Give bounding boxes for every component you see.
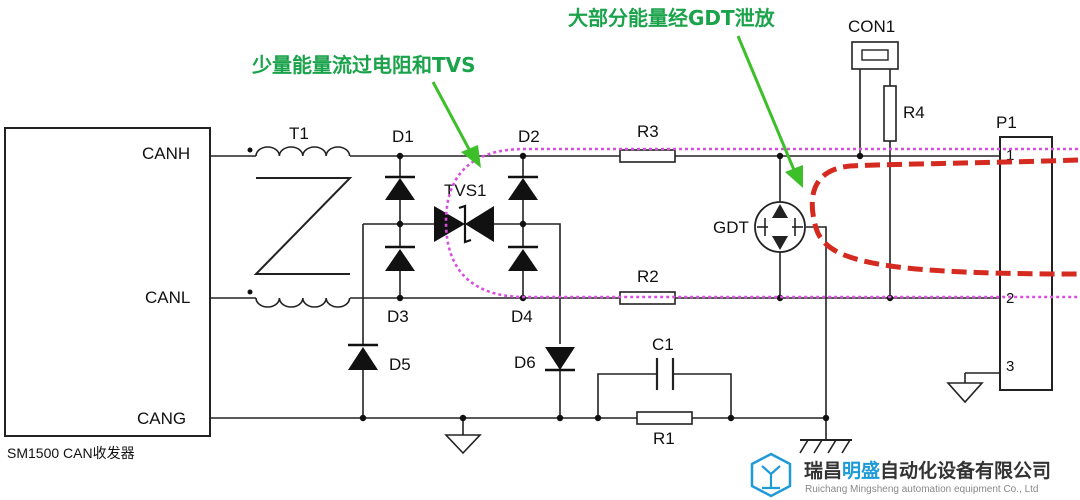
diode-d5 (348, 343, 378, 370)
ground-symbol-cang (444, 434, 482, 455)
connector-p1 (999, 136, 1053, 391)
pin-canl-label: CANL (145, 288, 190, 307)
d4-label: D4 (511, 307, 533, 326)
d3-label: D3 (387, 307, 409, 326)
p1-label: P1 (996, 113, 1017, 132)
c1-label: C1 (652, 335, 674, 354)
large-energy-path (809, 157, 1079, 277)
connector-con1 (851, 41, 899, 70)
d1-label: D1 (392, 127, 414, 146)
pin-cang-label: CANG (137, 409, 186, 428)
resistor-r3 (619, 149, 676, 163)
diode-d1 (385, 175, 415, 200)
d6-label: D6 (514, 353, 536, 372)
logo-name-b: 明盛 (842, 459, 880, 482)
ground-symbol-p1 (946, 382, 984, 404)
tvs1-label: TVS1 (444, 181, 487, 200)
diode-d3 (385, 245, 415, 271)
arrow-small-energy (431, 81, 481, 168)
p1-pin-3: 3 (1006, 358, 1014, 375)
r4-label: R4 (903, 103, 925, 122)
r2-label: R2 (637, 267, 659, 286)
resistor-r4 (883, 85, 897, 142)
logo-name-c: 自动化设备有限公司 (880, 459, 1051, 482)
con1-label: CON1 (848, 17, 895, 36)
arrow-large-energy (736, 35, 803, 188)
logo-name: 瑞昌明盛自动化设备有限公司 (804, 459, 1051, 482)
gdt-label: GDT (713, 218, 749, 237)
transceiver-label: SM1500 CAN收发器 (7, 445, 135, 461)
tvs-diode-tvs1 (434, 204, 494, 244)
d5-label: D5 (389, 355, 411, 374)
gas-discharge-tube-gdt (754, 201, 806, 253)
capacitor-c1 (655, 358, 675, 390)
junction-dots (359, 152, 894, 422)
logo-name-a: 瑞昌 (804, 459, 842, 482)
transceiver-box (4, 127, 211, 437)
r1-label: R1 (653, 429, 675, 448)
p1-pin-2: 2 (1006, 290, 1014, 307)
annotation-large-energy: 大部分能量经GDT泄放 (568, 6, 776, 30)
wiring (210, 62, 1000, 440)
pin-canh-label: CANH (142, 144, 190, 163)
resistor-r1 (636, 411, 693, 425)
diode-d4 (508, 245, 538, 271)
company-logo (750, 452, 792, 498)
diode-d6 (545, 347, 575, 372)
diode-d2 (508, 175, 538, 200)
p1-pin-1: 1 (1006, 147, 1014, 164)
chassis-ground-symbol (799, 439, 852, 454)
small-energy-path (444, 147, 1078, 299)
transformer-t1 (247, 146, 353, 308)
r3-label: R3 (637, 122, 659, 141)
d2-label: D2 (518, 127, 540, 146)
logo-english: Ruichang Mingsheng automation equipment … (805, 484, 1038, 495)
t1-label: T1 (289, 124, 309, 143)
hexagon-logo-icon (750, 452, 792, 498)
annotation-small-energy: 少量能量流过电阻和TVS (251, 53, 476, 77)
